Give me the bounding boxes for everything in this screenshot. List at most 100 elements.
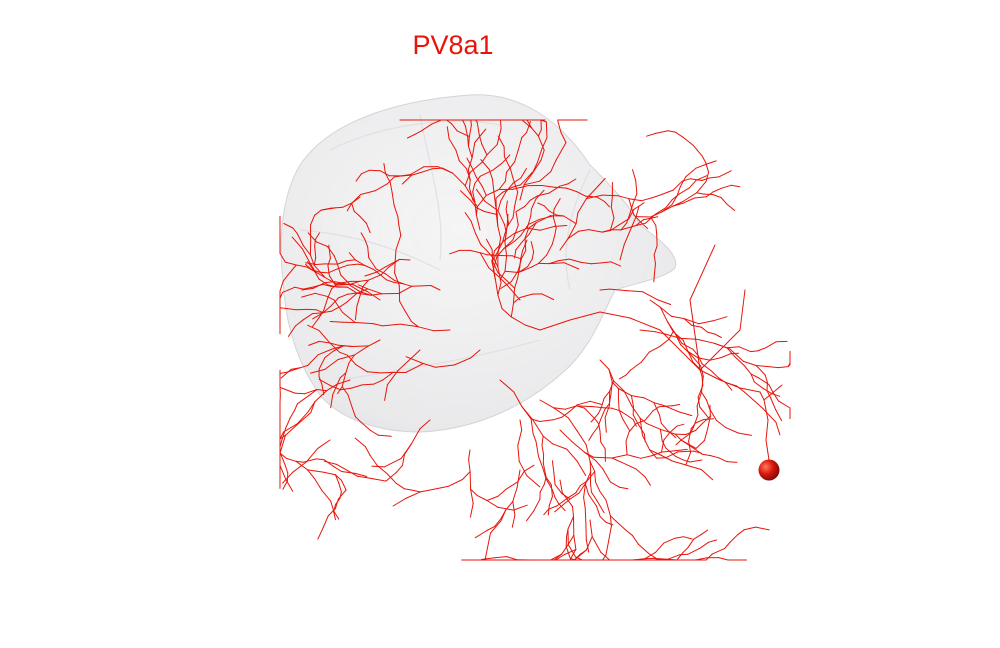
neurite-segment <box>577 198 587 214</box>
neurite-segment <box>335 377 341 389</box>
neurite-segment <box>635 205 640 218</box>
neurite-segment <box>358 215 367 224</box>
neurite-segment <box>417 326 434 332</box>
neurite-segment <box>701 375 704 393</box>
neurite-segment <box>750 373 760 379</box>
neurite-segment <box>318 357 326 370</box>
neurite-segment <box>336 262 342 276</box>
neurite-segment <box>384 258 400 268</box>
neurite-segment <box>656 299 672 305</box>
neurite-segment <box>364 476 375 480</box>
neurite-segment <box>475 232 482 246</box>
neurite-segment <box>710 455 720 459</box>
neurite-segment <box>535 440 539 457</box>
neurite-segment <box>353 345 369 356</box>
neurite-segment <box>486 144 498 156</box>
neurite-segment <box>410 320 419 328</box>
neurite-segment <box>667 558 678 561</box>
neurite-segment <box>590 491 598 502</box>
neurite-segment <box>307 469 316 480</box>
neurite-segment <box>305 447 319 463</box>
neurite-segment <box>620 461 637 470</box>
neurite-segment <box>356 292 372 296</box>
neurite-segment <box>724 542 731 549</box>
neurite-segment <box>619 243 625 261</box>
neurite-segment <box>637 543 650 554</box>
neurite-segment <box>393 282 404 285</box>
neurite-segment <box>596 196 605 202</box>
neurite-segment <box>527 258 533 268</box>
neurite-segment <box>690 422 696 430</box>
neurite-segment <box>683 318 693 326</box>
neurite-segment <box>484 200 499 212</box>
neurite-segment <box>558 503 566 511</box>
neurite-segment <box>365 222 371 234</box>
neurite-segment <box>488 267 501 279</box>
neurite-segment <box>279 252 286 263</box>
neurite-segment <box>330 297 339 307</box>
neurite-segment <box>309 263 317 273</box>
neurite-segment <box>640 455 653 459</box>
neurite-segment <box>548 210 558 216</box>
neurite-segment <box>765 365 779 369</box>
neurite-segment <box>531 159 542 174</box>
neurite-segment <box>470 488 478 496</box>
neurite-segment <box>595 460 604 470</box>
neurite-segment <box>611 457 622 463</box>
neurite-segment <box>510 302 514 318</box>
neurite-segment <box>687 538 695 549</box>
neurite-segment <box>354 472 368 477</box>
neurite-segment <box>601 229 611 233</box>
neurite-segment <box>327 507 336 517</box>
neurite-segment <box>517 429 523 446</box>
neurite-segment <box>497 200 502 212</box>
neurite-segment <box>765 419 769 441</box>
neurite-segment <box>294 392 305 395</box>
neurite-segment <box>750 350 758 353</box>
neurite-segment <box>771 393 781 397</box>
neurite-segment <box>484 547 488 560</box>
neurite-segment <box>310 214 316 226</box>
neurite-segment <box>334 474 340 484</box>
neurite-segment <box>360 232 366 240</box>
neurite-segment <box>562 498 571 506</box>
neurite-segment <box>688 440 692 453</box>
neurite-segment <box>321 490 332 502</box>
neurite-segment <box>630 395 634 407</box>
neurite-segment <box>361 383 375 386</box>
neurite-segment <box>777 366 789 369</box>
neurite-segment <box>555 150 562 161</box>
neurite-segment <box>352 284 368 292</box>
neurite-segment <box>302 286 314 290</box>
neurite-segment <box>725 382 733 391</box>
neurite-segment <box>403 488 412 491</box>
neurite-segment <box>539 319 571 331</box>
neurite-segment <box>743 526 757 531</box>
neurite-segment <box>609 515 612 527</box>
neurite-segment <box>302 458 317 463</box>
neurite-segment <box>568 258 582 263</box>
neurite-segment <box>533 498 541 512</box>
neurite-segment <box>659 306 672 317</box>
neurite-segment <box>698 355 703 365</box>
neurite-segment <box>530 208 532 217</box>
neurite-segment <box>670 315 685 320</box>
neurite-segment <box>718 170 732 178</box>
neurite-segment <box>376 266 386 273</box>
neurite-segment <box>650 211 662 218</box>
neurite-segment <box>354 259 366 266</box>
neurite-segment <box>355 173 362 182</box>
neurite-segment <box>714 333 722 338</box>
neurite-segment <box>556 497 568 507</box>
neurite-segment <box>593 456 613 459</box>
neurite-segment <box>626 214 631 224</box>
neurite-segment <box>323 297 329 312</box>
neurite-segment <box>566 448 578 462</box>
neurite-segment <box>538 455 544 469</box>
neurite-segment <box>452 172 466 187</box>
neurite-segment <box>483 211 497 215</box>
neurite-segment <box>575 212 579 225</box>
neurite-segment <box>561 493 571 500</box>
neurite-segment <box>318 340 331 344</box>
neurite-segment <box>520 250 524 260</box>
